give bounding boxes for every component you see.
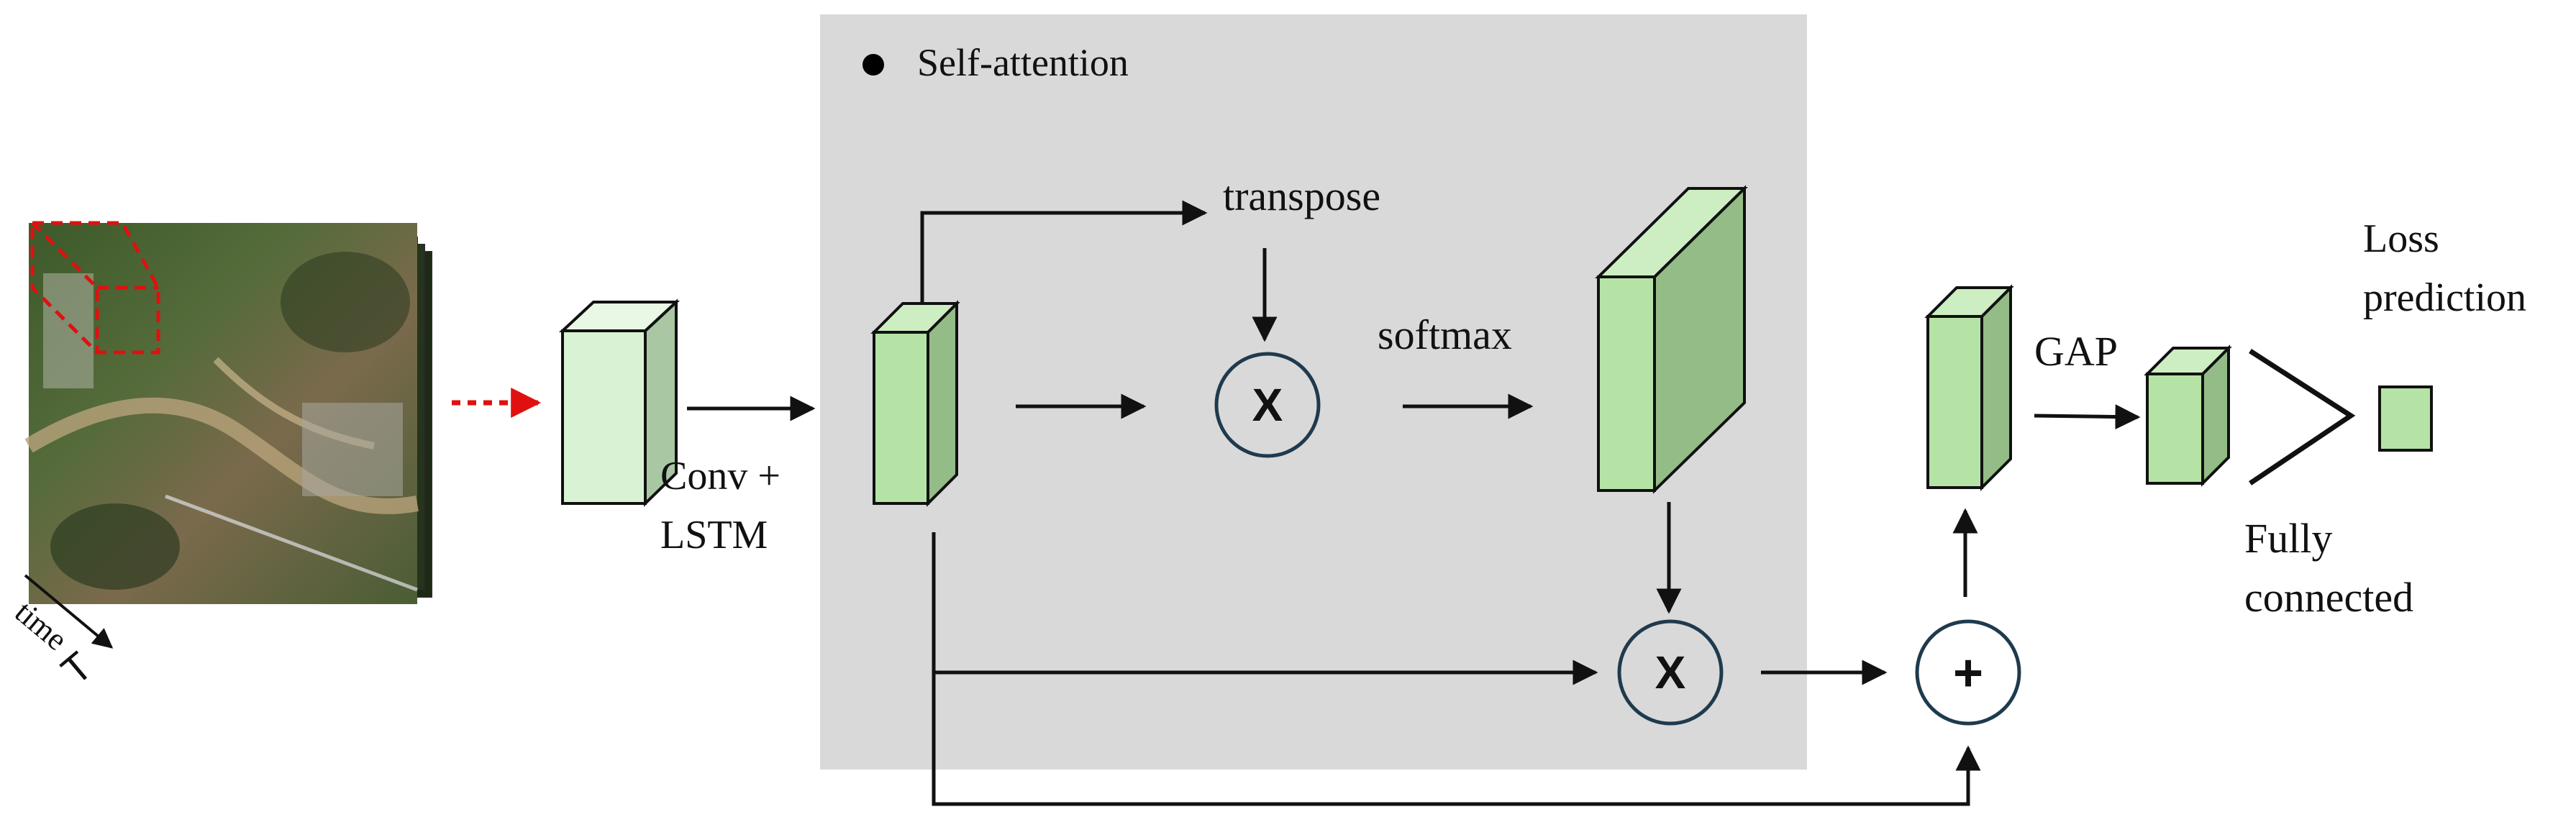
- loss-label-line2: prediction: [2363, 275, 2526, 320]
- attention-map-block: [1595, 185, 1748, 494]
- multiply-operator-1: X: [1214, 352, 1321, 458]
- t-symbol: T: [53, 643, 101, 693]
- conv-lstm-label-line2: LSTM: [660, 513, 768, 557]
- input-feature-block: [558, 298, 681, 507]
- svg-text:+: +: [1953, 644, 1983, 702]
- attention-output-block: [1924, 284, 2014, 491]
- svg-text:X: X: [1252, 379, 1283, 431]
- svg-text:X: X: [1655, 647, 1686, 698]
- arrow-to-transpose: [920, 200, 1208, 302]
- loss-label-line1: Loss: [2363, 216, 2439, 261]
- conv-lstm-block: [870, 300, 960, 507]
- patch-highlight: [30, 221, 160, 355]
- add-operator: +: [1915, 619, 2021, 726]
- fully-connected-label-line1: Fully: [2244, 515, 2333, 562]
- bullet-dot-icon: [863, 54, 884, 76]
- satellite-image-stack-icon: [24, 223, 432, 604]
- conv-lstm-label-line1: Conv +: [660, 454, 780, 498]
- gap-label: GAP: [2034, 328, 2118, 375]
- time-axis-arrow: [24, 574, 114, 649]
- arrow-residual-path: [932, 672, 1981, 806]
- multiply-operator-2: X: [1617, 619, 1724, 726]
- self-attention-label: Self-attention: [917, 41, 1129, 84]
- fully-connected-icon: [2249, 349, 2356, 485]
- fully-connected-label-line2: connected: [2244, 574, 2413, 621]
- softmax-label: softmax: [1378, 311, 1512, 358]
- arrow-gap: [2034, 404, 2141, 430]
- gap-output-block: [2144, 344, 2232, 487]
- loss-prediction-box: [2378, 385, 2433, 452]
- transpose-label: transpose: [1223, 173, 1380, 219]
